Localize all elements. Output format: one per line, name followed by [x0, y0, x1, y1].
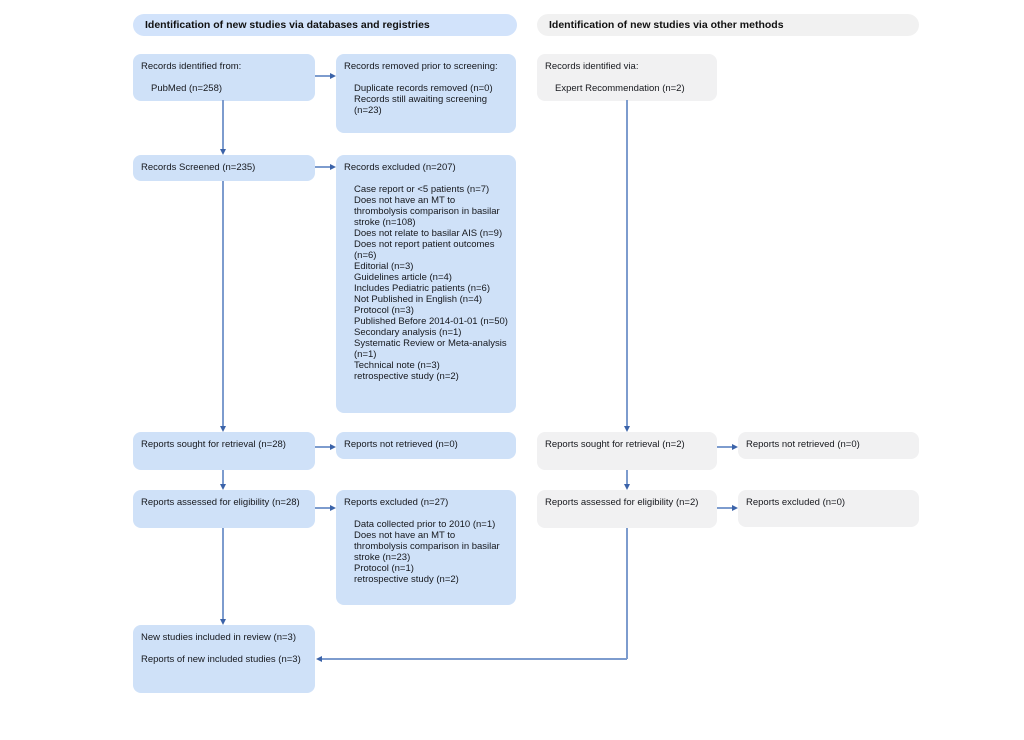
box-other-reports-assessed-title: Reports assessed for eligibility (n=2): [545, 497, 699, 508]
arrow-other-sought-to-not-retrieved-line: [717, 446, 732, 448]
arrow-other-sought-to-assessed-head: [623, 484, 630, 490]
arrow-sought-to-assessed-line: [222, 470, 224, 484]
arrow-identified-to-removed-line: [315, 75, 330, 77]
box-records-excluded-items: Case report or <5 patients (n=7) Does no…: [354, 184, 508, 382]
box-reports-excluded-items: Data collected prior to 2010 (n=1) Does …: [354, 519, 500, 585]
box-other-reports-excluded-title: Reports excluded (n=0): [746, 497, 846, 508]
box-reports-assessed-title: Reports assessed for eligibility (n=28): [141, 497, 300, 508]
box-other-reports-excluded: Reports excluded (n=0): [738, 490, 919, 527]
arrow-other-assessed-to-included-hline: [322, 658, 627, 660]
box-other-reports-assessed: Reports assessed for eligibility (n=2): [537, 490, 717, 528]
box-reports-sought: Reports sought for retrieval (n=28): [133, 432, 315, 470]
box-other-records-identified-items: Expert Recommendation (n=2): [555, 83, 685, 94]
box-new-studies-included-title: New studies included in review (n=3): [141, 632, 296, 643]
box-other-reports-not-retrieved: Reports not retrieved (n=0): [738, 432, 919, 459]
box-records-screened-title: Records Screened (n=235): [141, 162, 256, 173]
arrow-sought-to-assessed-head: [219, 484, 226, 490]
box-records-identified-items: PubMed (n=258): [151, 83, 223, 94]
section-header-databases: Identification of new studies via databa…: [133, 14, 517, 36]
box-new-studies-included-reports: Reports of new included studies (n=3): [141, 654, 301, 665]
box-other-records-identified-title: Records identified via:: [545, 61, 639, 72]
arrow-screened-to-excluded-head: [330, 163, 336, 170]
box-reports-excluded: Reports excluded (n=27) Data collected p…: [336, 490, 516, 605]
arrow-other-identified-to-sought-head: [623, 426, 630, 432]
box-other-reports-not-retrieved-title: Reports not retrieved (n=0): [746, 439, 860, 450]
arrow-other-assessed-to-included-vline: [626, 528, 628, 659]
arrow-screened-to-sought-line: [222, 181, 224, 426]
box-records-identified: Records identified from: PubMed (n=258): [133, 54, 315, 101]
arrow-sought-to-not-retrieved-line: [315, 446, 330, 448]
arrow-other-assessed-to-included-head: [316, 655, 322, 662]
arrow-assessed-to-included-line: [222, 528, 224, 619]
box-records-removed-items: Duplicate records removed (n=0) Records …: [354, 83, 493, 116]
arrow-assessed-to-excluded-line: [315, 507, 330, 509]
arrow-assessed-to-included-head: [219, 619, 226, 625]
box-reports-not-retrieved-title: Reports not retrieved (n=0): [344, 439, 458, 450]
box-reports-assessed: Reports assessed for eligibility (n=28): [133, 490, 315, 528]
arrow-other-assessed-to-excluded-line: [717, 507, 732, 509]
arrow-other-sought-to-not-retrieved-head: [732, 443, 738, 450]
box-records-excluded-title: Records excluded (n=207): [344, 162, 456, 173]
arrow-identified-to-screened-line: [222, 100, 224, 149]
box-other-reports-sought-title: Reports sought for retrieval (n=2): [545, 439, 685, 450]
arrow-screened-to-sought-head: [219, 426, 226, 432]
box-records-removed: Records removed prior to screening: Dupl…: [336, 54, 516, 133]
section-header-other-methods: Identification of new studies via other …: [537, 14, 919, 36]
section-header-databases-label: Identification of new studies via databa…: [145, 19, 430, 31]
box-new-studies-included: New studies included in review (n=3) Rep…: [133, 625, 315, 693]
box-reports-excluded-title: Reports excluded (n=27): [344, 497, 449, 508]
arrow-identified-to-removed-head: [330, 72, 336, 79]
box-other-reports-sought: Reports sought for retrieval (n=2): [537, 432, 717, 470]
box-records-removed-title: Records removed prior to screening:: [344, 61, 498, 72]
arrow-identified-to-screened-head: [219, 149, 226, 155]
box-records-identified-title: Records identified from:: [141, 61, 242, 72]
arrow-assessed-to-excluded-head: [330, 504, 336, 511]
arrow-screened-to-excluded-line: [315, 166, 330, 168]
box-other-records-identified: Records identified via: Expert Recommend…: [537, 54, 717, 101]
box-reports-not-retrieved: Reports not retrieved (n=0): [336, 432, 516, 459]
arrow-other-assessed-to-excluded-head: [732, 504, 738, 511]
arrow-sought-to-not-retrieved-head: [330, 443, 336, 450]
arrow-other-identified-to-sought-line: [626, 100, 628, 426]
section-header-other-methods-label: Identification of new studies via other …: [549, 19, 784, 31]
arrow-other-sought-to-assessed-line: [626, 470, 628, 484]
box-reports-sought-title: Reports sought for retrieval (n=28): [141, 439, 286, 450]
box-records-screened: Records Screened (n=235): [133, 155, 315, 181]
box-records-excluded: Records excluded (n=207) Case report or …: [336, 155, 516, 413]
